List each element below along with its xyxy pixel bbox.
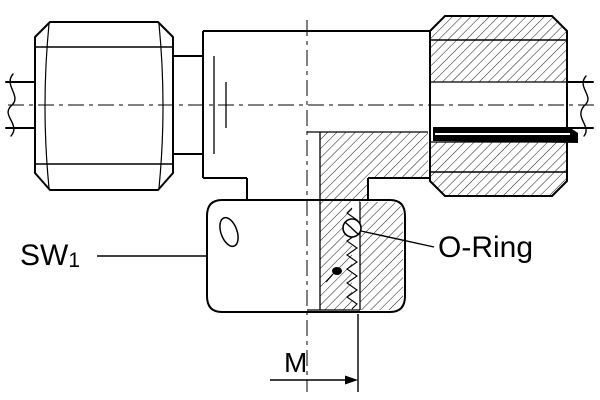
- left-swivel-nut: [34, 21, 174, 191]
- sw1-label-subscript: 1: [68, 249, 80, 272]
- dimension-arrowhead: [345, 375, 358, 385]
- highlight-ellipse: [219, 216, 239, 248]
- right-swivel-nut: [429, 15, 568, 197]
- collar: [173, 55, 203, 155]
- branch-neck: [246, 178, 369, 200]
- o-ring-label: O-Ring: [438, 231, 533, 264]
- o-ring-section: [325, 218, 362, 283]
- o-ring-leader-line: [360, 230, 435, 248]
- sw1-label: SW1: [20, 239, 80, 272]
- cutting-ring: [433, 127, 578, 143]
- bottom-swivel-nut: [206, 199, 406, 313]
- seal-dot: [332, 267, 342, 275]
- dimension-m: M: [270, 314, 359, 392]
- o-ring-callout: O-Ring: [360, 230, 533, 264]
- tube-right: [566, 75, 594, 137]
- sw1-callout: SW1: [20, 239, 206, 272]
- sw1-label-main: SW: [20, 239, 69, 272]
- tube-left: [5, 73, 36, 137]
- m-label: M: [284, 347, 307, 378]
- section-hatching: [320, 16, 567, 310]
- centerlines: [8, 20, 594, 392]
